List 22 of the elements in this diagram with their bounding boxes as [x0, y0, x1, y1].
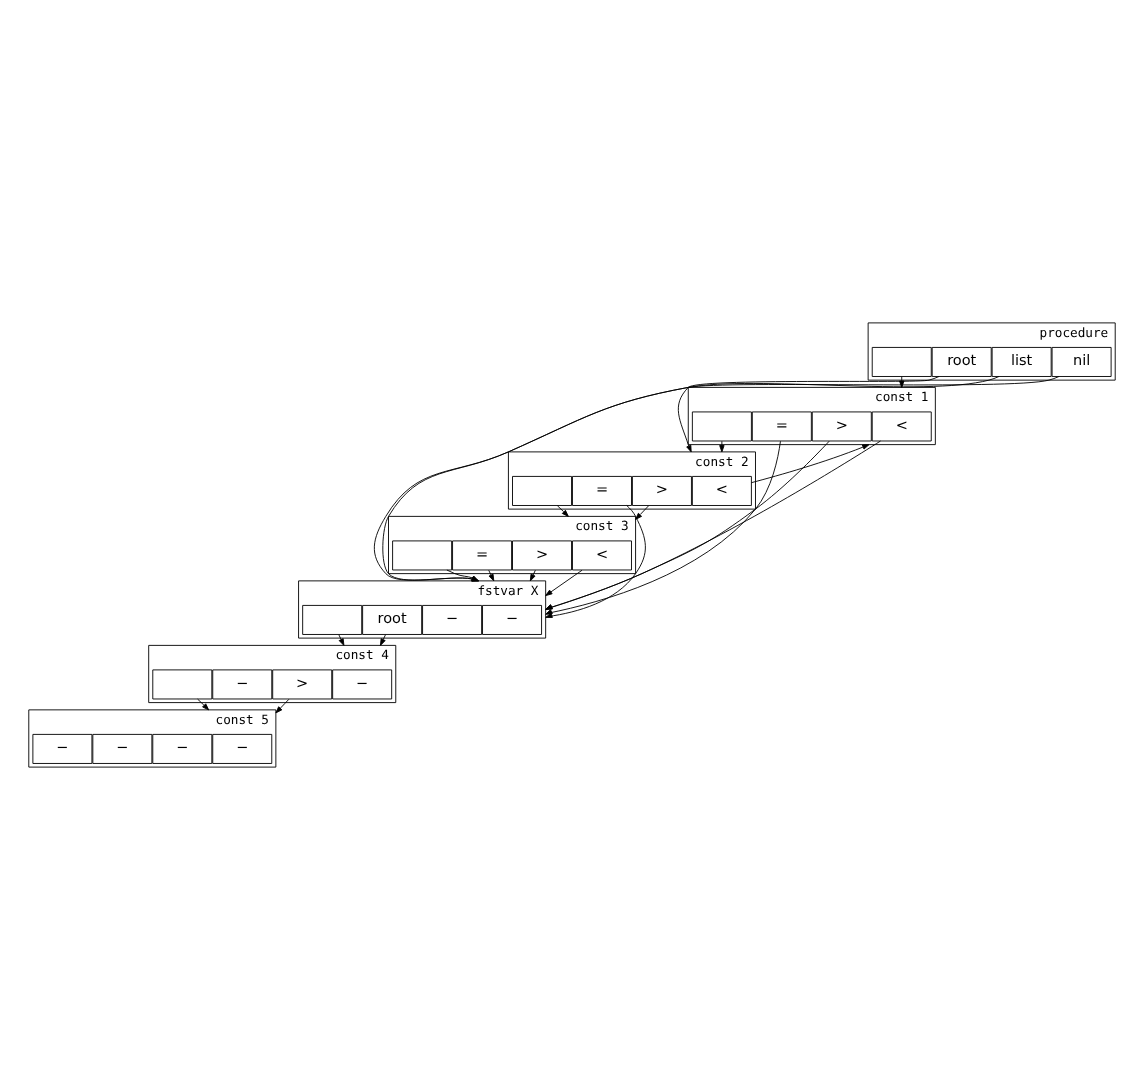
arrow: [545, 440, 830, 610]
node-box: [512, 475, 572, 506]
arrow: [719, 440, 725, 453]
node-box: [152, 669, 213, 700]
arrow: [545, 440, 781, 615]
arrow: [545, 505, 646, 618]
node-box: [871, 346, 932, 377]
arrow: [197, 698, 210, 711]
arrow: [379, 634, 386, 646]
arrow: [556, 505, 569, 517]
arrow: [635, 505, 650, 520]
node-box: [691, 411, 752, 442]
arrow: [545, 440, 881, 610]
arrow: [529, 569, 536, 582]
arrow: [751, 444, 870, 484]
arrow: [545, 569, 583, 597]
node-box: [302, 604, 363, 635]
arrow: [488, 569, 495, 582]
arrow: [275, 698, 290, 714]
arrow: [446, 569, 479, 582]
node-box: [392, 540, 453, 571]
arrow: [338, 634, 345, 646]
